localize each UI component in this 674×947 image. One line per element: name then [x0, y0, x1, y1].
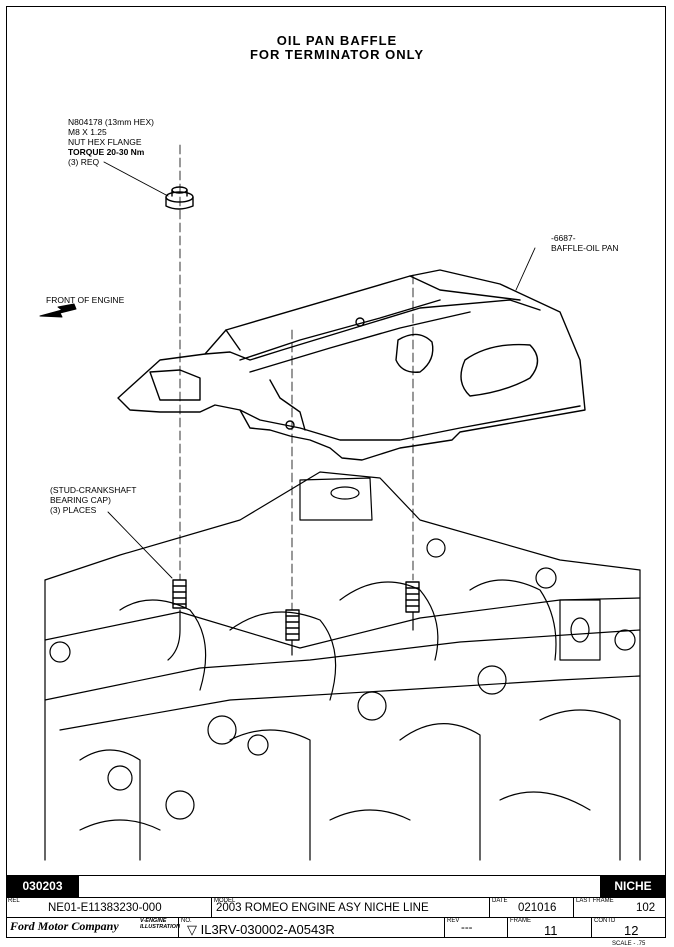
frame-value: 11: [544, 923, 558, 938]
nut-callout: N804178 (13mm HEX) M8 X 1.25 NUT HEX FLA…: [68, 117, 154, 167]
model-value: 2003 ROMEO ENGINE ASY NICHE LINE: [216, 902, 429, 914]
baffle-leader-line: [515, 247, 536, 291]
oil-pan-baffle: [117, 269, 586, 461]
stud-line-1: (STUD-CRANKSHAFT: [50, 485, 137, 495]
company-logo: Ford Motor Company: [10, 919, 119, 933]
baffle-part-number: -6687-: [551, 233, 576, 243]
logo-subtitle: V-ENGINE ILLUSTRATION: [140, 918, 180, 930]
nut-leader-line: [103, 161, 169, 197]
engine-block: [44, 471, 641, 861]
date-value: 021016: [518, 902, 557, 914]
assembly-centerlines: [179, 144, 414, 611]
stud-leader-line: [107, 511, 173, 579]
last-frame-cell: LAST FRAME 102: [573, 898, 666, 917]
stud-icons: [172, 579, 420, 641]
nut-quantity: (3) REQ: [68, 157, 100, 167]
title-block-row-2: NO. ▽ IL3RV-030002-A0543R REV --- FRAME …: [6, 917, 666, 938]
scale-label: SCALE - .75: [612, 941, 646, 947]
nut-part-number: N804178 (13mm HEX): [68, 117, 154, 127]
frame-cell: FRAME 11: [507, 918, 591, 938]
stud-callout: (STUD-CRANKSHAFT BEARING CAP) (3) PLACES: [50, 485, 136, 515]
title-block-row-1: REL NE01-E11383230-000 MODEL 2003 ROMEO …: [6, 897, 666, 917]
front-arrow-icon: [39, 303, 77, 318]
baffle-description: BAFFLE-OIL PAN: [551, 243, 619, 253]
front-of-engine-label: FRONT OF ENGINE: [46, 295, 125, 305]
baffle-callout: -6687- BAFFLE-OIL PAN: [551, 233, 619, 253]
engine-illustration: [39, 144, 641, 861]
stud-line-3: (3) PLACES: [50, 505, 97, 515]
drawing-title: OIL PAN BAFFLE: [276, 33, 398, 48]
drawing-subtitle: FOR TERMINATOR ONLY: [249, 47, 425, 62]
stud-line-2: BEARING CAP): [50, 495, 111, 505]
nut-torque: TORQUE 20-30 Nm: [68, 147, 145, 157]
contd-cell: CONTD 12: [591, 918, 666, 938]
code-right-badge: NICHE: [600, 875, 666, 897]
rev-cell: REV ---: [444, 918, 507, 938]
nut-description: NUT HEX FLANGE: [68, 137, 142, 147]
rev-value: ---: [461, 922, 473, 934]
title-block-band: [6, 875, 666, 898]
no-value: ▽ IL3RV-030002-A0543R: [187, 922, 335, 937]
code-left-badge: 030203: [6, 875, 79, 897]
rel-cell: REL NE01-E11383230-000: [8, 898, 162, 914]
nut-thread-size: M8 X 1.25: [68, 127, 107, 137]
no-cell: NO. ▽ IL3RV-030002-A0543R: [178, 918, 444, 938]
rel-value: NE01-E11383230-000: [48, 902, 162, 914]
date-cell: DATE 021016: [489, 898, 573, 917]
contd-value: 12: [624, 923, 639, 938]
flange-nut-icon: [165, 186, 194, 210]
drawing-frame: [6, 6, 666, 938]
last-frame-value: 102: [636, 902, 656, 914]
model-cell: MODEL 2003 ROMEO ENGINE ASY NICHE LINE: [211, 898, 489, 917]
